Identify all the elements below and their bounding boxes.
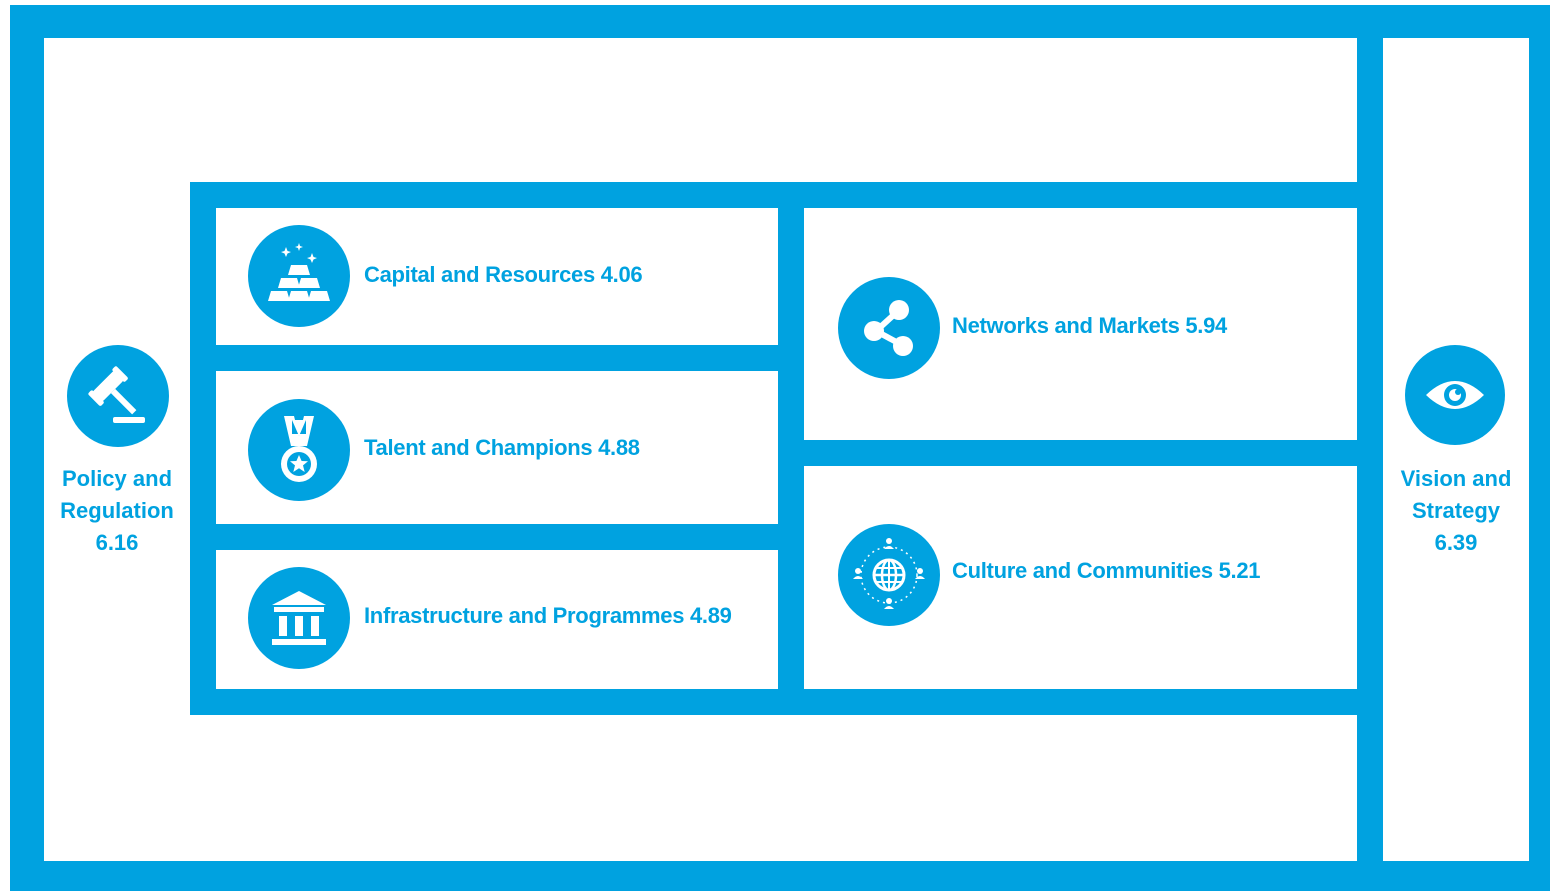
gold-bars-icon — [248, 225, 350, 327]
policy-label: Policy and Regulation 6.16 — [44, 463, 190, 559]
vision-title-line1: Vision and — [1400, 466, 1512, 491]
gavel-icon — [67, 345, 169, 447]
vision-title-line2: Strategy — [1411, 498, 1501, 523]
networks-label: Networks and Markets 5.94 — [952, 313, 1227, 338]
capital-label: Capital and Resources 4.06 — [364, 262, 643, 287]
share-network-icon — [838, 277, 940, 379]
infrastructure-label: Infrastructure and Programmes 4.89 — [364, 603, 732, 628]
policy-value: 6.16 — [95, 530, 139, 555]
vision-label: Vision and Strategy 6.39 — [1383, 463, 1529, 559]
globe-community-icon — [838, 524, 940, 626]
vision-value: 6.39 — [1434, 530, 1478, 555]
policy-title-line1: Policy and — [61, 466, 173, 491]
medal-icon — [248, 399, 350, 501]
vision-panel — [1383, 38, 1529, 861]
talent-label: Talent and Champions 4.88 — [364, 435, 640, 460]
policy-title-line2: Regulation — [60, 498, 174, 523]
culture-label: Culture and Communities 5.21 — [952, 558, 1261, 583]
eye-icon — [1405, 345, 1505, 445]
government-building-icon — [248, 567, 350, 669]
